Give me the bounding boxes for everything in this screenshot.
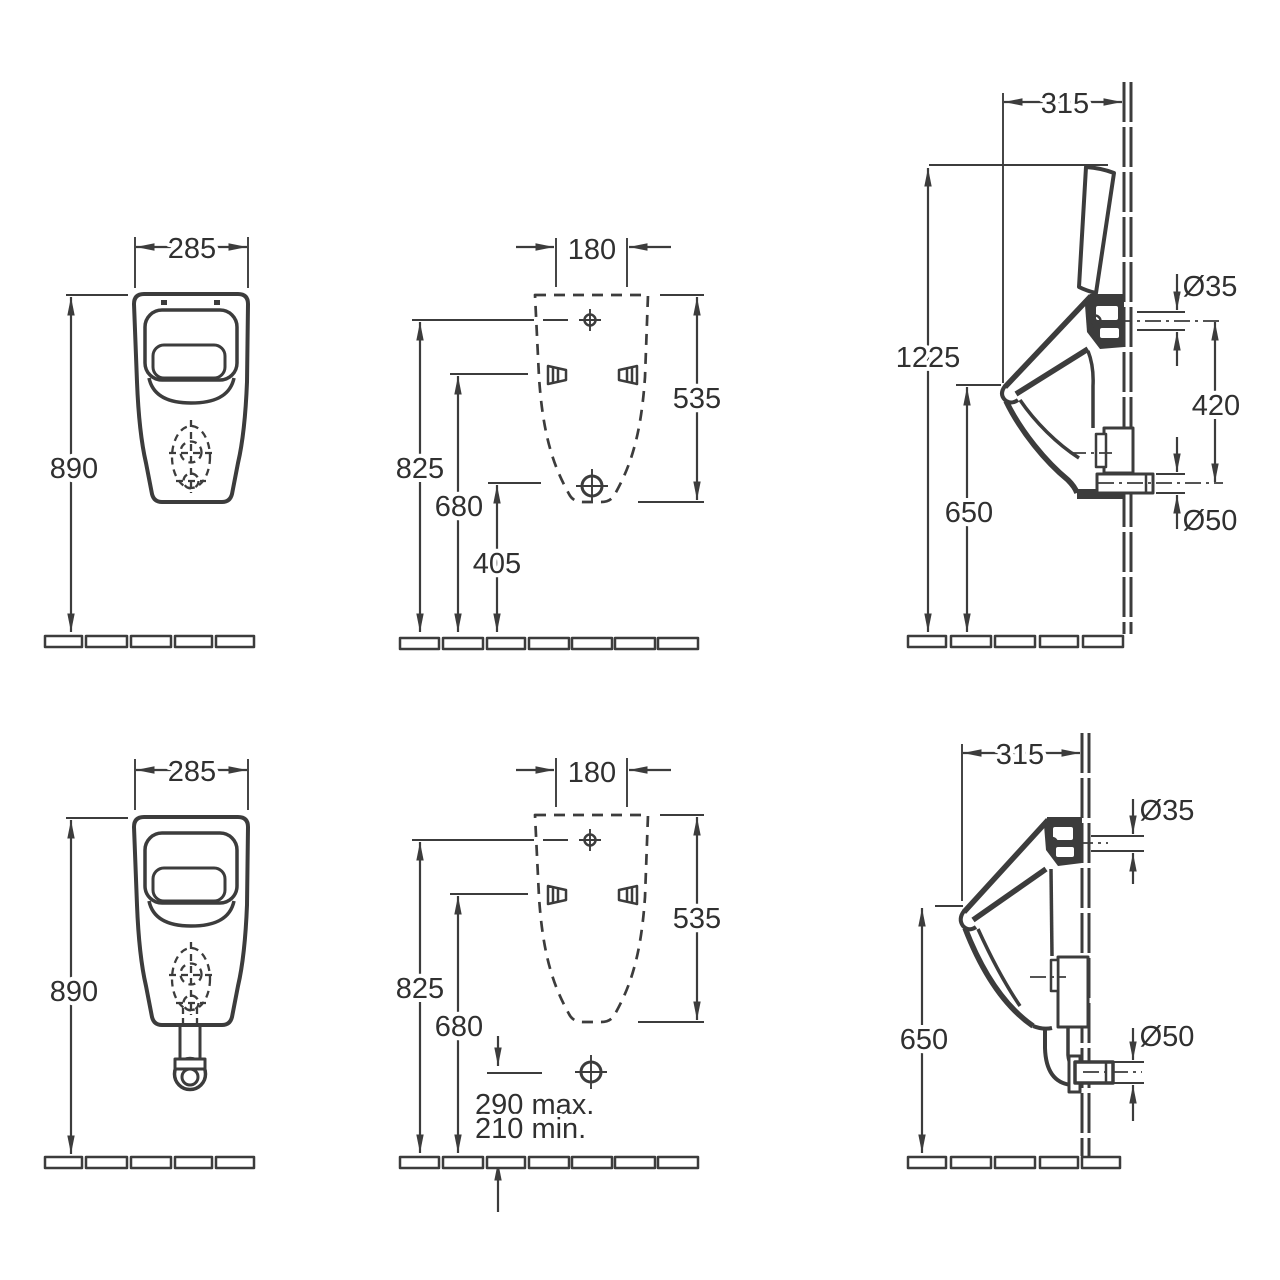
dim-label-spacing: 180: [568, 234, 616, 266]
dim-label-680: 680: [435, 1011, 483, 1043]
spacing-extension-lines: [555, 238, 628, 287]
floor-tiles: [43, 634, 256, 649]
spacing-extension-lines: [555, 758, 628, 807]
dim-label-405: 405: [473, 548, 521, 580]
bowl-lip-curve: [147, 377, 236, 405]
floor-tiles: [398, 636, 700, 651]
floor-tiles: [906, 1155, 1122, 1170]
bowl-lip-curve: [147, 900, 236, 928]
outlet-mounting-plate: [1102, 426, 1135, 475]
dim-label-width: 285: [168, 233, 216, 265]
bowl-opening: [151, 343, 227, 380]
side-view-exposed: 315 Ø35 650 Ø50: [896, 733, 1198, 1170]
outlet-hole-mark: [576, 469, 608, 503]
width-extension-lines: [134, 237, 249, 288]
mounting-view-exposed: 180 535 825 680 290 max. 210 min.: [392, 753, 725, 1212]
inlet-hole-mark: [579, 829, 601, 851]
outlet-dia-extension: [1156, 473, 1185, 494]
hanger-mark-left: [161, 300, 167, 305]
open-lid: [1077, 165, 1116, 295]
dim-label-825: 825: [396, 973, 444, 1005]
wall-section: [1080, 733, 1091, 1156]
dim-label-680: 680: [435, 491, 483, 523]
dim-label-outlet-dia: Ø50: [1183, 505, 1238, 537]
dim-label-width: 285: [168, 756, 216, 788]
dim-label-650: 650: [945, 497, 993, 529]
bowl-opening: [151, 866, 227, 903]
floor-tiles: [43, 1155, 256, 1170]
dim-label-825: 825: [396, 453, 444, 485]
drain-target-marking: [169, 420, 213, 493]
siphon-trap: [172, 1025, 208, 1092]
dim-label-depth: 315: [1041, 88, 1089, 120]
dim-label-span: 535: [673, 383, 721, 415]
dim-label-height: 890: [50, 976, 98, 1008]
fixing-plug-icons: [546, 364, 639, 386]
outlet-pipe: [1095, 472, 1155, 495]
dim-label-depth: 315: [996, 739, 1044, 771]
outlet-mounting-plate: [1056, 955, 1090, 1029]
dim-label-outlet-dia: Ø50: [1140, 1021, 1195, 1053]
inlet-dia-extension: [1091, 835, 1144, 852]
dim-label-outlet-max: 290 max.: [475, 1089, 594, 1121]
inlet-dia-extension: [1137, 311, 1185, 331]
dim-label-spacing: 180: [568, 757, 616, 789]
drain-target-marking: [169, 942, 213, 1015]
dim-label-420: 420: [1192, 390, 1240, 422]
outlet-dia-extension: [1112, 1061, 1144, 1084]
fixing-plug-icons: [546, 884, 639, 906]
wall-section: [1122, 82, 1133, 634]
front-view-concealed: 285 890: [43, 229, 256, 649]
front-view-exposed: 285 890: [43, 752, 256, 1170]
span-extension-lines: [638, 294, 704, 503]
span-extension-lines: [638, 814, 704, 1023]
rim-outline: [143, 308, 239, 382]
urinal-silhouette: [1001, 294, 1124, 488]
inlet-hole-mark: [579, 309, 601, 331]
rim-outline: [143, 831, 239, 905]
body-hidden-outline: [533, 293, 650, 504]
dim-label-1225: 1225: [896, 342, 961, 374]
body-hidden-outline: [533, 813, 650, 1024]
urinal-body-outline: [132, 815, 250, 1027]
dim-label-outlet-min: 210 min.: [475, 1113, 586, 1145]
dim-label-height: 890: [50, 453, 98, 485]
dim-label-inlet-dia: Ø35: [1183, 271, 1238, 303]
width-extension-lines: [134, 759, 249, 810]
trap-outer-wall: [1043, 1028, 1072, 1087]
side-view-with-lid: 315 1225 Ø35 420 650 Ø50: [892, 82, 1244, 649]
hanger-mark-right: [214, 300, 220, 305]
mounting-view-concealed: 180 535 825 680 405: [392, 230, 725, 651]
hidden-drain-pipe: [181, 1008, 199, 1025]
floor-tiles: [398, 1155, 700, 1170]
floor-tiles: [906, 634, 1125, 649]
dim-label-inlet-dia: Ø35: [1140, 795, 1195, 827]
dim-label-650: 650: [900, 1024, 948, 1056]
dim-label-span: 535: [673, 903, 721, 935]
urinal-body-outline: [132, 292, 250, 504]
outlet-hole-mark: [575, 1055, 607, 1089]
